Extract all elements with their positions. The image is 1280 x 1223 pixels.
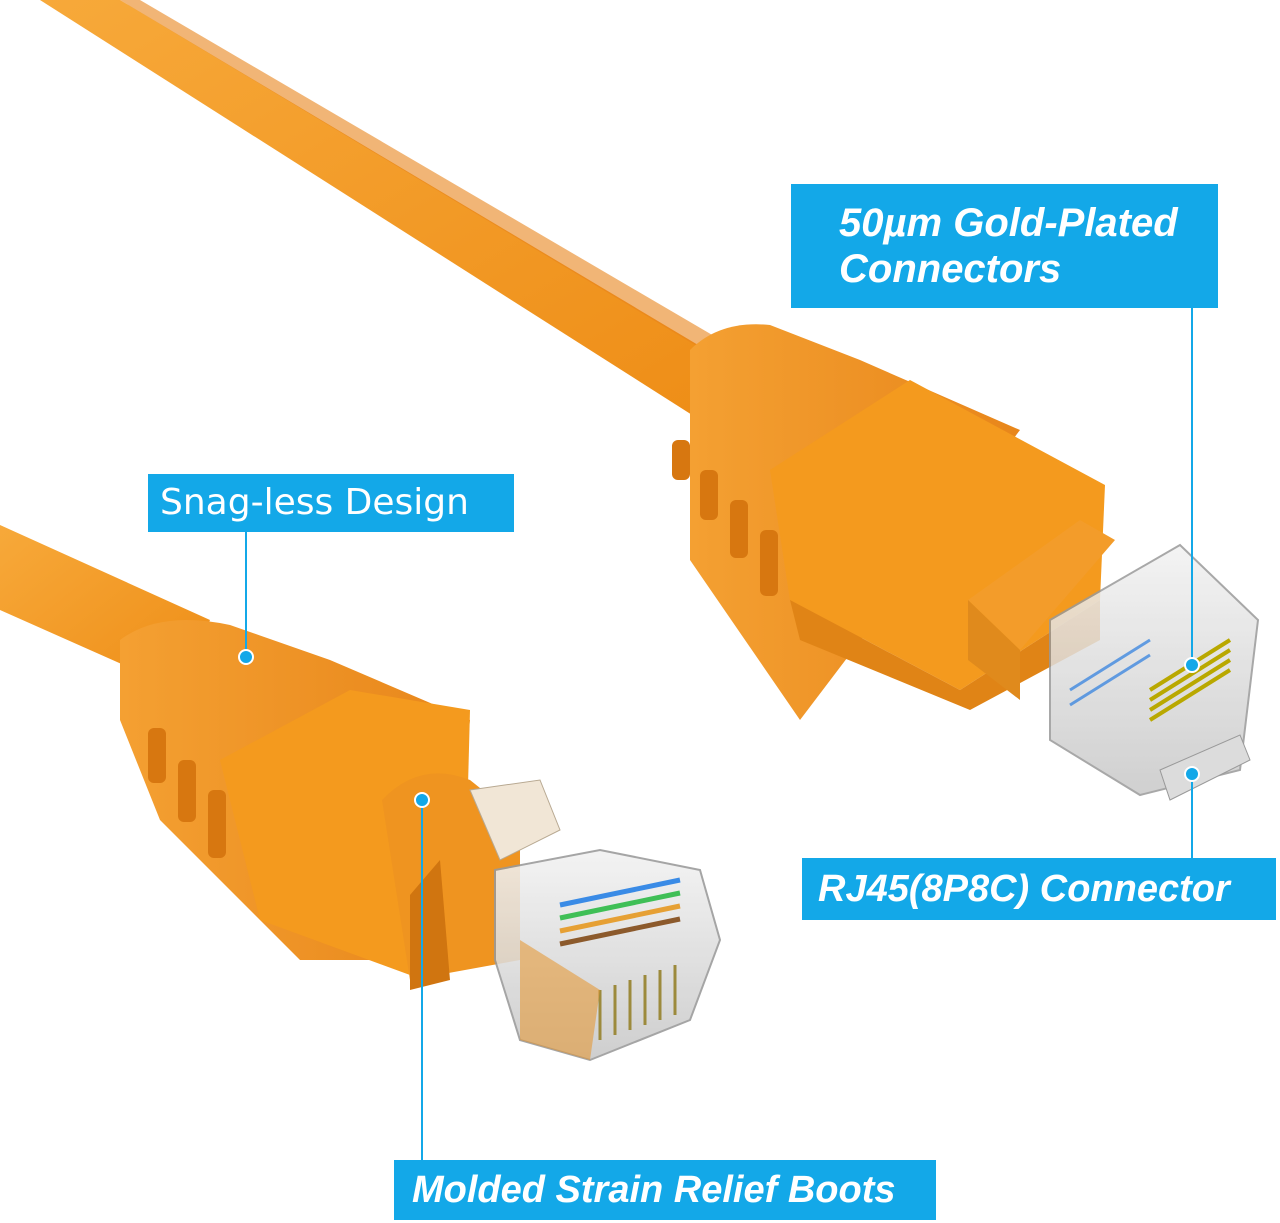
lower-rj45-plug-icon	[469, 779, 722, 1062]
leader-dots	[238, 649, 1200, 808]
leader-lines	[245, 308, 1193, 1160]
upper-strain-relief-boot	[672, 324, 1105, 720]
callout-gold-line2: Connectors	[839, 247, 1062, 291]
callout-snagless-design: Snag-less Design	[148, 474, 514, 532]
upper-cable	[40, 0, 755, 420]
lower-strain-relief-boot	[120, 620, 520, 990]
callout-gold-plated-connectors: 50µm Gold-Plated Connectors	[791, 184, 1218, 308]
callout-rj45-connector: RJ45(8P8C) Connector	[802, 858, 1276, 920]
callout-gold-line1: 50µm Gold-Plated	[839, 201, 1178, 245]
callout-molded-strain-relief-boots: Molded Strain Relief Boots	[394, 1160, 936, 1220]
upper-rj45-plug-icon	[968, 520, 1260, 801]
